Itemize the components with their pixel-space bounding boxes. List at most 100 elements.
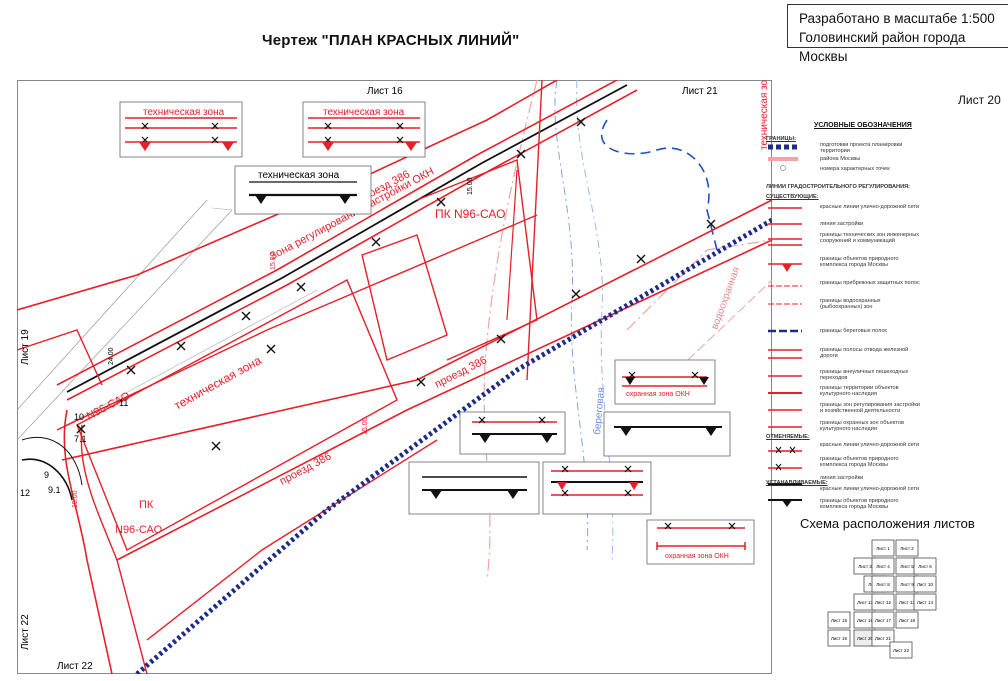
callout-red-cancel <box>459 411 566 455</box>
callout-tech-zone-1: техническая зона <box>119 101 243 158</box>
scheme-cell-label[interactable]: Лист 12 <box>875 600 892 605</box>
sheet-ref-16[interactable]: Лист 16 <box>367 86 403 97</box>
red-line-road-386 <box>61 199 772 461</box>
grey-guide-line <box>56 289 318 431</box>
callout-tech-zone-label: техническая зона <box>258 170 340 181</box>
dimension-label: 15.00 <box>72 490 79 508</box>
callout-tech-zone-label: техническая зона <box>323 107 405 118</box>
callout-tech-zone-label: техническая зона <box>143 107 225 118</box>
scheme-cell <box>913 575 937 593</box>
point-9-label: 9 <box>44 470 49 480</box>
scale-stamp: Разработано в масштабе 1:500 Головинский… <box>787 4 1008 64</box>
scheme-cell-label[interactable]: Лист 10 <box>917 582 934 587</box>
legend-boundary-item: номера характерных точек <box>820 166 890 172</box>
scheme-cell-label[interactable]: Лист 13 <box>899 600 916 605</box>
point-91-label: 9.1 <box>48 485 61 495</box>
scheme-cell <box>871 593 895 611</box>
scheme-cell-label[interactable]: Лист 21 <box>875 636 892 641</box>
stamp-district-line: Головинский район города Москвы <box>799 30 966 64</box>
dimension-label: 15.00 <box>362 417 369 435</box>
red-line-inner <box>76 279 398 551</box>
legend-panel: УСЛОВНЫЕ ОБОЗНАЧЕНИЯ ГРАНИЦЫ: подготовки… <box>762 118 1008 510</box>
red-line-west <box>63 409 113 674</box>
scheme-cell-label[interactable]: Лист 5 <box>900 564 914 569</box>
legend-cancelled-item: границы объектов природного комплекса го… <box>820 456 899 469</box>
dimension-label: 24.00 <box>108 347 115 365</box>
scheme-cell-label[interactable]: Лист 22 <box>893 648 910 653</box>
scheme-cell <box>871 557 895 575</box>
legend-boundary-item: подготовки проекта планировки территории <box>820 142 903 155</box>
red-line-corridor-a <box>56 80 618 386</box>
water-boundary-line <box>600 119 718 251</box>
scheme-cell <box>913 593 937 611</box>
scheme-cell-label[interactable]: Лист 9 <box>900 582 914 587</box>
legend-existing-item: границы внеуличных пешеходных переходов <box>820 369 909 382</box>
okn-zone-label: охранная зона ОКН <box>665 553 729 560</box>
sheet-layout-scheme: Лист 1 Лист 2 Лист 3 Лист 4 Лист 5 Лист 6 Лист… <box>827 539 937 659</box>
scheme-cell-label[interactable]: Лист 17 <box>875 618 892 623</box>
scheme-title: Схема расположения листов <box>800 516 975 531</box>
callout-tech-zone-2: техническая зона <box>302 101 426 158</box>
scheme-cell-label[interactable]: Лист 19 <box>831 636 848 641</box>
map-canvas[interactable]: береговая водоохранная <box>17 80 772 674</box>
scheme-cell <box>827 629 851 647</box>
scheme-cell-label[interactable]: Лист 1 <box>876 546 890 551</box>
scheme-cell <box>871 611 895 629</box>
black-arc-2 <box>21 436 83 486</box>
grey-guide-line <box>211 207 233 211</box>
stamp-scale-line: Разработано в масштабе 1:500 <box>799 11 995 26</box>
x-marks <box>76 117 716 451</box>
scheme-cell-label[interactable]: Лист 4 <box>876 564 890 569</box>
point-12-label: 12 <box>20 488 30 498</box>
scheme-cell-label[interactable]: Лист 14 <box>917 600 934 605</box>
scheme-cell-label[interactable]: Лист 15 <box>831 618 848 623</box>
dimension-label: 15.00 <box>270 252 277 270</box>
vodookhr-label: водоохранная <box>709 266 742 331</box>
scheme-cell-label[interactable]: Лист 16 <box>857 618 874 623</box>
scheme-cell <box>913 557 937 575</box>
sheet-ref-22-bottom[interactable]: Лист 22 <box>57 661 93 672</box>
scheme-cell-label[interactable]: Лист 8 <box>876 582 890 587</box>
okn-zone-label: охранная зона ОКН <box>626 391 690 398</box>
scheme-cell-label[interactable]: Лист 20 <box>857 636 874 641</box>
tech-zone-main-label: техническая зона <box>172 353 264 413</box>
project-boundary-line <box>135 217 772 674</box>
scheme-cell-label[interactable]: Лист 18 <box>899 618 916 623</box>
legend-cancelled-item: линия застройки <box>820 475 864 481</box>
callout-okn-1: охранная зона ОКН <box>614 359 716 405</box>
tech-zone-right-label: техническая зона <box>759 80 770 150</box>
scheme-cell-label[interactable]: Лист 11 <box>857 600 873 605</box>
grey-guide-line <box>17 209 233 441</box>
scheme-cell-label[interactable]: Лист 6 <box>918 564 932 569</box>
scheme-cell-label[interactable]: Лист 2 <box>900 546 914 551</box>
pk-bottom-a-label: ПК <box>139 499 154 511</box>
scheme-cell <box>871 575 895 593</box>
scheme-cell <box>827 611 851 629</box>
scheme-cell <box>871 539 895 557</box>
legend-existing-item: границы прибрежных защитных полос <box>820 280 920 286</box>
point-71-label: 7.1 <box>74 434 87 444</box>
legend-cancelled-item: красные линии улично-дорожной сети <box>820 442 920 448</box>
dimension-label: 15.00 <box>467 177 474 195</box>
red-line-west-b <box>80 424 148 674</box>
sheet-ref-21[interactable]: Лист 21 <box>682 86 718 97</box>
sheet-number: Лист 20 <box>958 93 1001 107</box>
passage-386-c-label: проезд 386 <box>278 450 334 487</box>
scheme-cell <box>871 629 895 647</box>
callout-red-black <box>542 461 652 515</box>
callout-okn-2: охранная зона ОКН <box>646 519 755 565</box>
legend-existing-item: красные линии улично-дорожной сети <box>820 204 920 210</box>
legend-existing-item: границы зон регулирования застройки и хо… <box>820 402 920 415</box>
sheet-ref-19[interactable]: Лист 19 <box>20 329 31 365</box>
red-line-road-386-b <box>116 239 772 561</box>
drawing-title: Чертеж "ПЛАН КРАСНЫХ ЛИНИЙ" <box>262 32 520 49</box>
scheme-cell-label[interactable]: Лист 3 <box>858 564 872 569</box>
grey-guide-line <box>17 199 208 411</box>
pk-main-label: ПК N96-САО <box>435 207 505 221</box>
scheme-cell <box>895 539 919 557</box>
scheme-cells: Лист 1 Лист 2 Лист 3 Лист 4 Лист 5 Лист 6 Лист… <box>827 539 937 659</box>
sheet-ref-22-left[interactable]: Лист 22 <box>20 614 31 650</box>
red-line-vertical-2 <box>506 169 518 321</box>
pink-zone-line-3 <box>666 279 772 381</box>
map-frame <box>17 80 772 674</box>
